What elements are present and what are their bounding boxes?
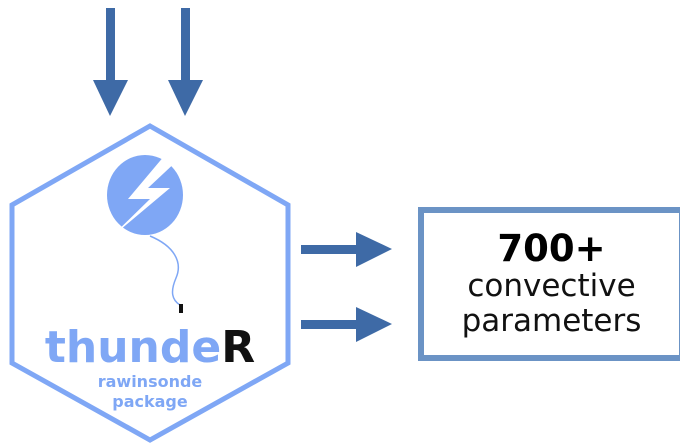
lightning-balloon-icon	[107, 155, 183, 313]
parameters-label-line2: parameters	[461, 303, 642, 339]
input-arrow-right	[168, 8, 203, 116]
logo-title: thundeR	[45, 322, 255, 373]
output-arrow-top	[301, 232, 392, 267]
logo-subtitle-line2: package	[112, 392, 188, 411]
logo-title-part1: thunde	[45, 322, 221, 373]
output-arrow-bottom	[301, 307, 392, 342]
input-arrow-left	[93, 8, 128, 116]
parameters-box: 700+ convective parameters	[418, 207, 680, 361]
hexagon-logo-frame	[9, 123, 291, 443]
parameters-count: 700+	[497, 227, 606, 270]
logo-title-part2: R	[221, 322, 255, 373]
parameters-label-line1: convective	[467, 268, 636, 304]
logo-subtitle-line1: rawinsonde	[98, 372, 203, 391]
